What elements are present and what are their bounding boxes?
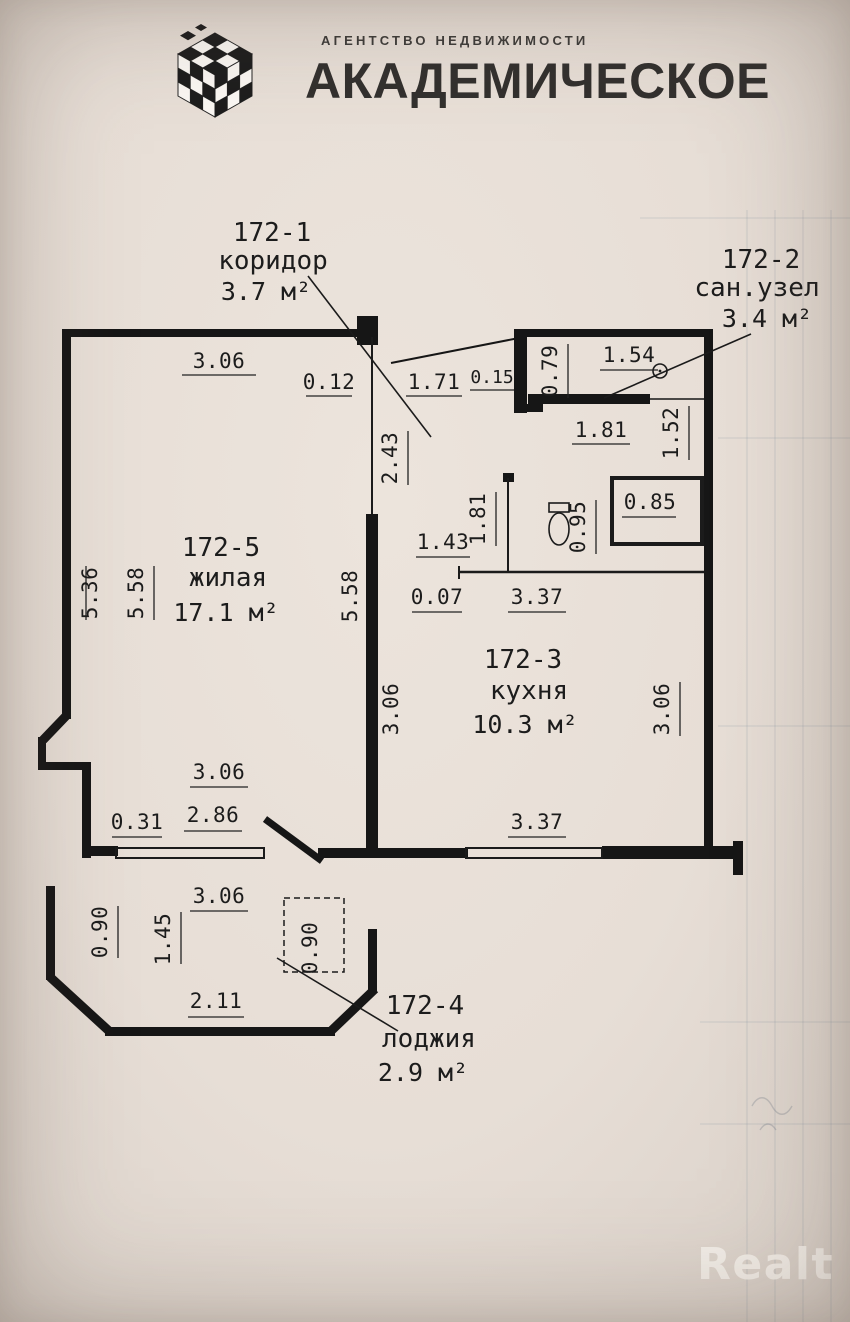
dim-hall-height: 2.43	[378, 432, 402, 485]
dim-kitchen-width-top: 3.37	[511, 585, 564, 609]
room-name: кухня	[490, 676, 568, 706]
agency-tagline: АГЕНТСТВО НЕДВИЖИМОСТИ	[321, 33, 589, 48]
room-id: 172-5	[182, 533, 260, 563]
balcony-door-leaf	[262, 816, 325, 864]
dim-loggia-box: 0.90	[298, 922, 322, 975]
dimension-lines	[85, 344, 690, 1018]
agency-header: АГЕНТСТВО НЕДВИЖИМОСТИ АКАДЕМИЧЕСКОЕ	[0, 0, 850, 140]
dim-jamb: 0.12	[303, 370, 356, 394]
pencil-scribbles	[751, 1097, 793, 1131]
dim-living-height-outer: 5.36	[78, 567, 102, 620]
room-name: лоджия	[382, 1024, 476, 1054]
room-area: 3.4 м²	[722, 304, 812, 333]
entrance-door-leaf	[390, 337, 520, 364]
realt-watermark: Realt	[696, 1239, 834, 1290]
windows	[115, 847, 603, 859]
dim-niche-width: 1.54	[603, 343, 656, 367]
room-id: 172-4	[386, 991, 464, 1021]
walls-layer	[38, 316, 743, 1036]
dim-loggia-width-bottom: 2.11	[190, 989, 243, 1013]
agency-logo-cube-icon	[176, 24, 254, 118]
door-leaves	[262, 337, 704, 864]
dim-living-width-inner: 2.86	[187, 803, 240, 827]
room-name: жилая	[189, 563, 267, 593]
dimension-texts: 3.06 0.12 1.71 0.15 0.79 1.54 1.81 1.52 …	[78, 343, 683, 1013]
room-id: 172-3	[484, 645, 562, 675]
room-id: 172-2	[722, 245, 800, 275]
dim-stub: 0.15	[470, 367, 513, 388]
room-name: коридор	[218, 246, 328, 276]
dim-closet-width: 1.43	[417, 530, 470, 554]
room-label-corridor: 172-1 коридор 3.7 м²	[218, 218, 328, 306]
dim-niche-height: 0.79	[538, 345, 562, 398]
wall-diagonals	[39, 712, 379, 1035]
dim-top-width: 3.06	[193, 349, 246, 373]
room-area: 10.3 м²	[472, 710, 577, 739]
room-area: 3.7 м²	[221, 277, 311, 306]
vent-duct	[610, 476, 704, 546]
dim-loggia-height-left: 0.90	[88, 906, 112, 959]
dim-duct-width: 0.85	[624, 490, 677, 514]
dim-ledge: 0.31	[111, 810, 164, 834]
agency-name: АКАДЕМИЧЕСКОЕ	[305, 53, 770, 109]
dim-loggia-top-width: 3.06	[193, 884, 246, 908]
leader-lines	[276, 275, 752, 1032]
room-label-bathroom: 172-2 сан.узел 3.4 м²	[694, 245, 819, 333]
loggia-leader	[276, 957, 399, 1032]
room-id: 172-1	[233, 218, 311, 248]
room-name: сан.узел	[694, 273, 819, 303]
room-area: 2.9 м²	[378, 1058, 468, 1087]
room-area: 17.1 м²	[173, 598, 278, 627]
loggia-dashed-opening	[283, 897, 345, 973]
cube-black-tiles	[178, 24, 252, 117]
room-label-loggia: 172-4 лоджия 2.9 м²	[378, 991, 476, 1087]
room-label-living: 172-5 жилая 17.1 м²	[173, 533, 278, 627]
room-label-kitchen: 172-3 кухня 10.3 м²	[472, 645, 577, 739]
fixtures	[283, 363, 704, 973]
dim-kitchen-height-right: 3.06	[650, 683, 674, 736]
graph-paper-grid	[640, 210, 850, 1322]
dim-kitchen-height-inner: 3.06	[379, 683, 403, 736]
dim-hall-wall-height: 5.58	[338, 570, 362, 623]
partitions	[371, 337, 704, 579]
dim-living-width: 3.06	[193, 760, 246, 784]
dim-wc-height: 0.95	[566, 501, 590, 554]
dim-step: 0.07	[411, 585, 464, 609]
dim-bath-height: 1.52	[659, 407, 683, 460]
toilet-tank-icon	[548, 502, 570, 513]
dim-bath-width: 1.81	[575, 418, 628, 442]
dim-closet-height: 1.81	[466, 493, 490, 546]
bathroom-leader	[603, 333, 752, 399]
dim-loggia-height-inner: 1.45	[151, 913, 175, 966]
toilet-bowl-icon	[548, 512, 570, 546]
living-window	[115, 847, 265, 859]
kitchen-window	[465, 847, 603, 859]
dim-living-height-inner: 5.58	[124, 567, 148, 620]
corridor-leader	[307, 275, 432, 438]
dim-kitchen-width-bottom: 3.37	[511, 810, 564, 834]
dim-entry-width: 1.71	[408, 370, 461, 394]
